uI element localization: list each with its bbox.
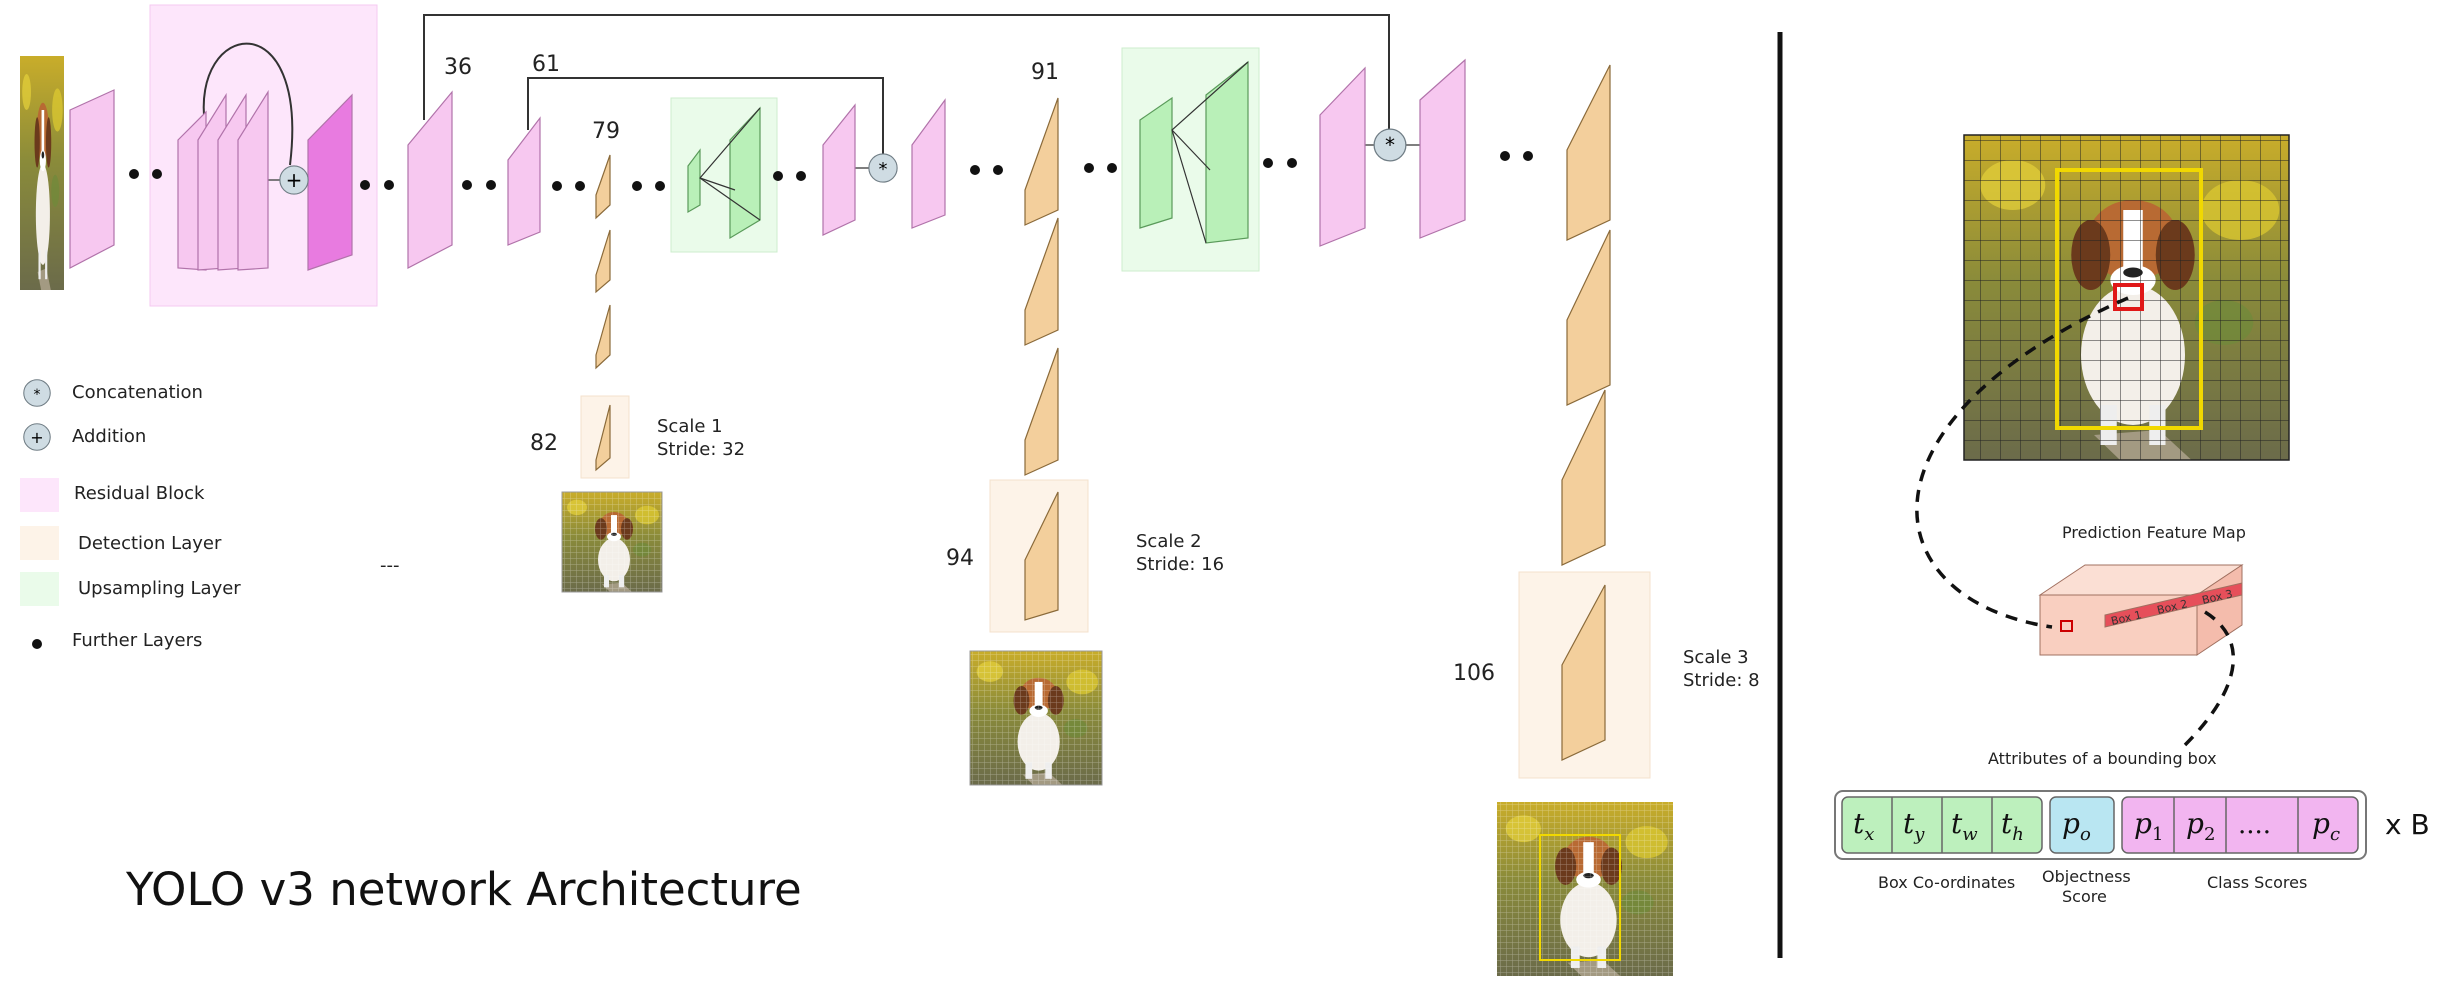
objectness-label-1: Objectness — [2042, 867, 2131, 886]
prediction-map-label: Prediction Feature Map — [2062, 523, 2246, 542]
scale-3-label: Scale 3 — [1683, 647, 1749, 668]
legend-concatenation: Concatenation — [72, 382, 203, 403]
residual-swatch — [20, 478, 59, 512]
ground-truth-box — [2055, 168, 2203, 430]
responsible-cell — [2113, 283, 2144, 311]
add-operator: + — [280, 166, 308, 194]
upsampling-swatch — [20, 572, 59, 606]
pink-layers — [69, 58, 1466, 271]
layer-number-82: 82 — [530, 431, 558, 456]
upsampling-region-1 — [670, 97, 778, 253]
layer-number-36: 36 — [444, 55, 472, 80]
network-pipeline: + * * 36 61 79 91 82 94 106 — [20, 4, 1760, 976]
layer-number-106: 106 — [1453, 661, 1495, 686]
legend-detection: Detection Layer — [78, 533, 222, 554]
legend: * Concatenation + Addition Residual Bloc… — [20, 380, 400, 651]
attr-th: th — [2001, 807, 2024, 845]
concat-operator-1: * — [869, 154, 897, 182]
scale-2-output-image — [969, 650, 1103, 786]
detection-branch-layers — [595, 64, 1611, 761]
legend-dash: --- — [380, 555, 400, 576]
further-layer-dots — [129, 151, 1533, 191]
svg-text:*: * — [879, 159, 888, 180]
prediction-panel: Prediction Feature Map Box 1 Box 2 Box 3… — [1834, 134, 2430, 906]
svg-text:+: + — [30, 428, 43, 447]
scale-3-output-image — [1497, 802, 1673, 976]
objectness-cell — [2049, 796, 2115, 854]
layer-number-94: 94 — [946, 546, 974, 571]
box-coords-label: Box Co-ordinates — [1878, 873, 2015, 892]
scale-1-output-image — [561, 491, 663, 593]
skip-connection-36 — [423, 14, 1390, 130]
diagram-title: YOLO v3 network Architecture — [125, 863, 802, 916]
dashed-connector-cell — [1915, 296, 2129, 629]
feature-map-block — [2038, 564, 2244, 656]
attr-ty: ty — [1903, 807, 1925, 845]
class-scores-group — [2121, 796, 2359, 854]
concat-operator-2: * — [1374, 129, 1406, 161]
attr-p2: p2 — [2186, 807, 2215, 845]
attr-tw: tw — [1951, 807, 1978, 845]
svg-text:*: * — [34, 387, 41, 403]
layer-number-79: 79 — [592, 119, 620, 144]
scale-2-label: Scale 2 — [1136, 531, 1202, 552]
attr-tx: tx — [1853, 807, 1874, 845]
legend-upsampling: Upsampling Layer — [78, 578, 241, 599]
times-b-label: x B — [2385, 808, 2430, 841]
attributes-label: Attributes of a bounding box — [1988, 749, 2217, 768]
attr-po: po — [2062, 807, 2091, 845]
scale-1-label: Scale 1 — [657, 416, 723, 437]
scale-3-stride: Stride: 8 — [1683, 670, 1760, 691]
scale-2-stride: Stride: 16 — [1136, 554, 1224, 575]
layer-number-91: 91 — [1031, 60, 1059, 85]
legend-addition: Addition — [72, 426, 146, 447]
dashed-connector-attributes — [2183, 610, 2236, 747]
skip-connection-61 — [527, 77, 884, 155]
legend-residual: Residual Block — [74, 483, 205, 504]
input-image — [20, 56, 64, 290]
attr-p1: p1 — [2134, 807, 2163, 845]
svg-text:*: * — [1385, 133, 1395, 157]
objectness-label-2: Score — [2062, 887, 2107, 906]
residual-arc — [202, 42, 294, 166]
further-dot-icon — [32, 639, 42, 649]
detection-swatch — [20, 526, 59, 560]
layer-number-61: 61 — [532, 52, 560, 77]
grid-image — [1963, 134, 2290, 461]
upsampling-layers — [687, 60, 1249, 244]
class-scores-label: Class Scores — [2207, 873, 2307, 892]
svg-text:+: + — [286, 168, 303, 192]
legend-further: Further Layers — [72, 630, 202, 651]
scale-1-stride: Stride: 32 — [657, 439, 745, 460]
attr-dots: .... — [2238, 810, 2271, 840]
attr-pc: pc — [2312, 807, 2340, 845]
